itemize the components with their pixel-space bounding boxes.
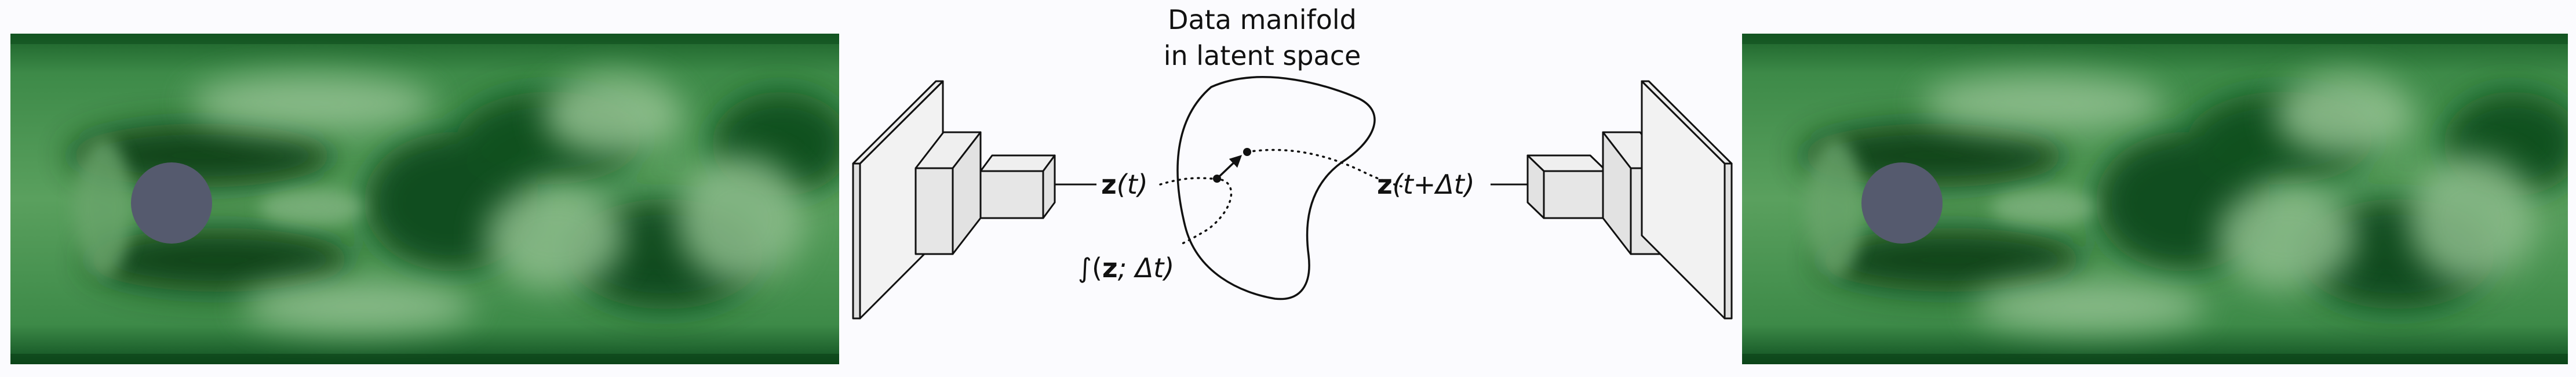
cylinder-obstacle-left bbox=[131, 162, 212, 244]
latent-state-label: z(t) bbox=[1101, 169, 1148, 200]
latent-step-arrow bbox=[1216, 155, 1243, 180]
next-latent-state-label: z(t+Δt) bbox=[1377, 169, 1475, 200]
latent-manifold-outline bbox=[1176, 76, 1376, 300]
integration-label: ∫(z; Δt) bbox=[1078, 252, 1174, 284]
latent-trajectories bbox=[1159, 148, 1404, 245]
encoder-network bbox=[852, 80, 1096, 320]
latent-point-start bbox=[1213, 175, 1221, 183]
manifold-title-line2: in latent space bbox=[1164, 40, 1361, 71]
decoder-network bbox=[1491, 80, 1733, 320]
manifold-title-line1: Data manifold bbox=[1168, 4, 1357, 35]
cylinder-obstacle-right bbox=[1861, 162, 1943, 244]
latent-point-end bbox=[1243, 148, 1251, 156]
